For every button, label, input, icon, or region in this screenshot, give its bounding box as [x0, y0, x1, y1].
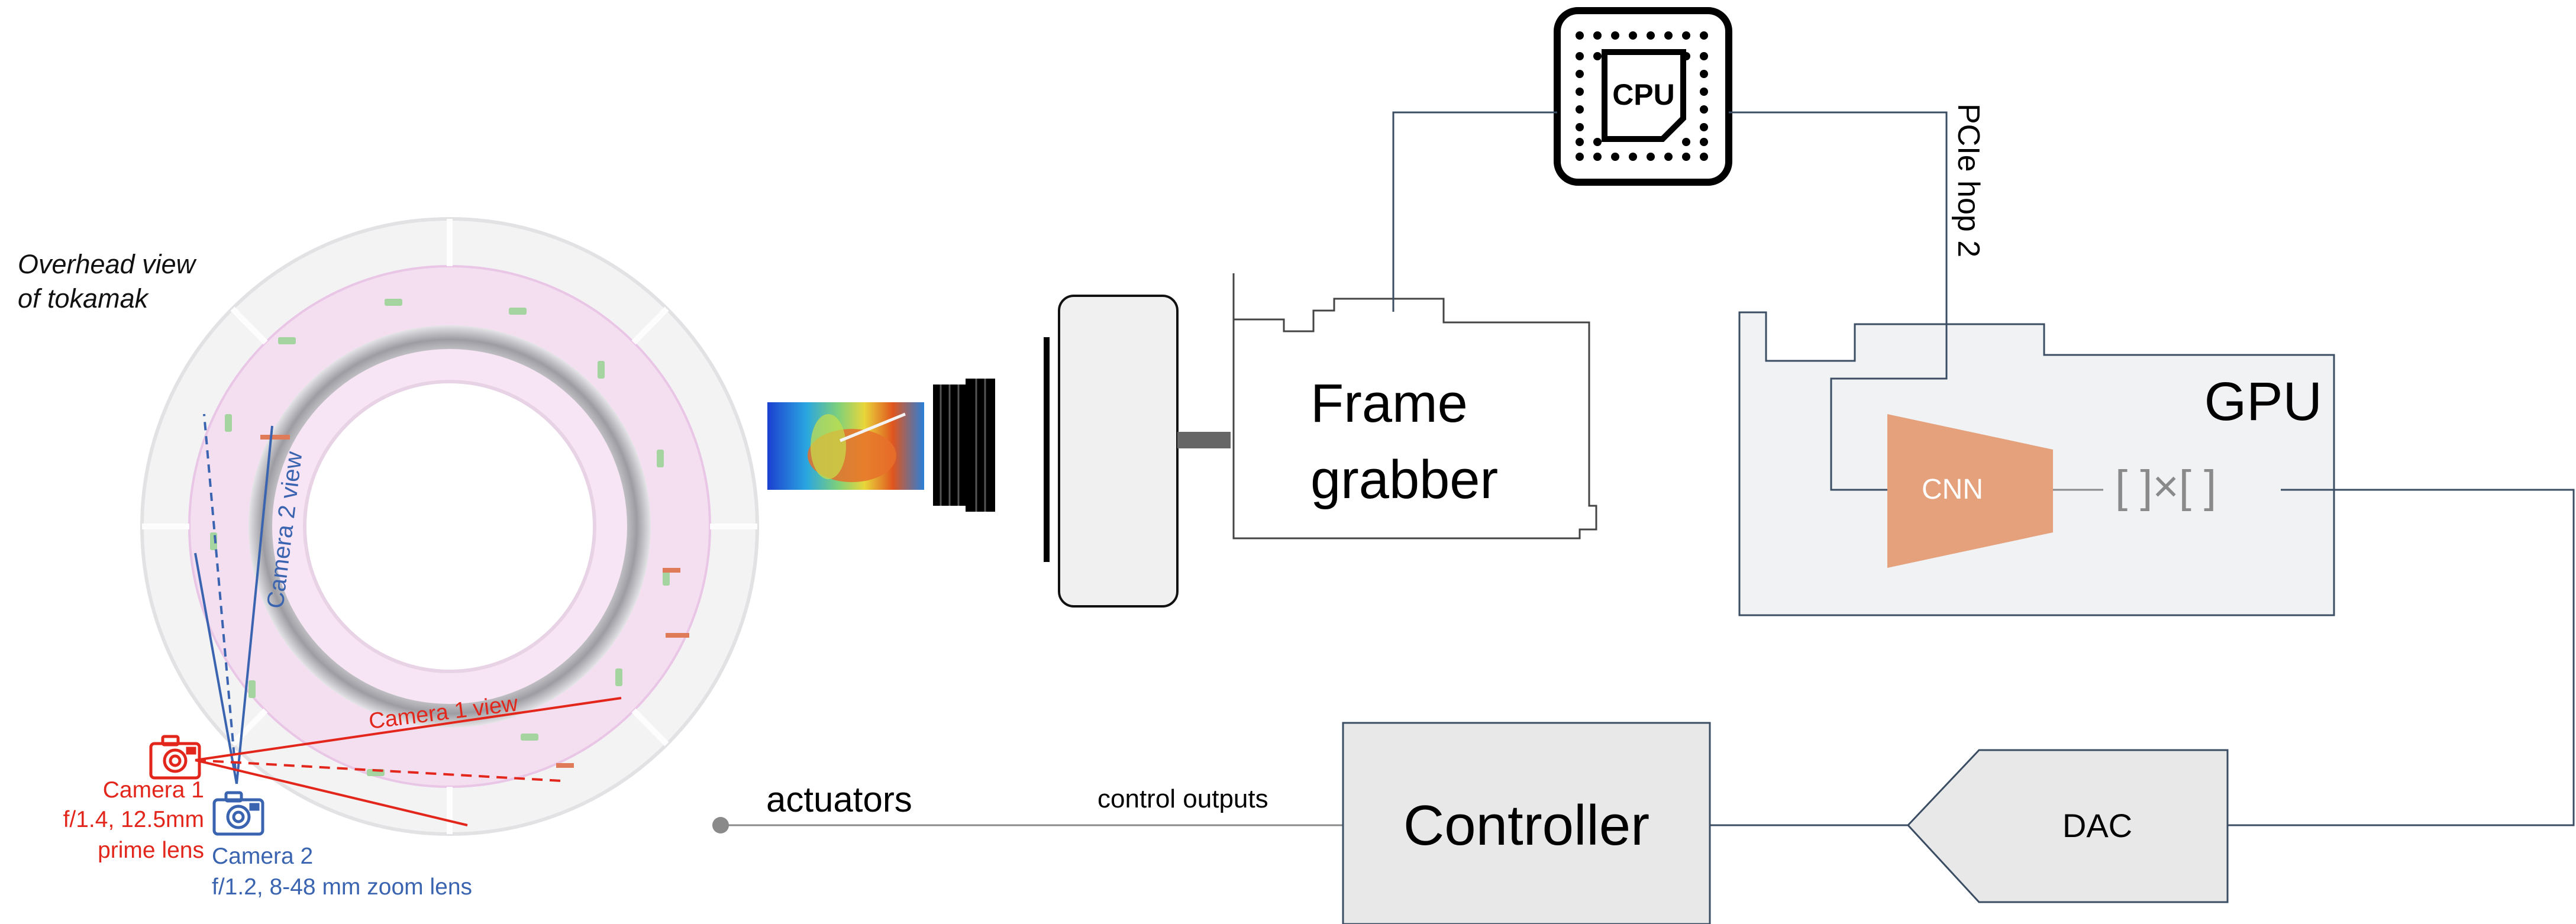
cpu-label: CPU	[1612, 78, 1675, 111]
camera-2-name: Camera 2	[212, 844, 313, 869]
dac-label: DAC	[2062, 807, 2132, 844]
camera-2-icon	[212, 791, 264, 836]
frame-grabber-label-line1: Frame	[1310, 373, 1468, 434]
camera-1-icon	[149, 735, 201, 780]
thermal-image-icon	[767, 402, 924, 490]
matmul-label: [ ]×[ ]	[2115, 461, 2216, 512]
dac-block	[1906, 749, 2229, 903]
actuators-label: actuators	[766, 780, 912, 819]
pcie-label: PCIe hop 2	[1951, 104, 1986, 257]
camera-1-spec-line1: f/1.4, 12.5mm	[63, 807, 204, 832]
cnn-block	[1887, 414, 2053, 568]
cnn-label: CNN	[1922, 474, 1983, 505]
gpu-label: GPU	[2204, 371, 2322, 432]
cpu-chip-icon	[1554, 7, 1732, 186]
controller-block	[1342, 722, 1711, 924]
camera-1-spec-line2: prime lens	[98, 838, 204, 863]
camera-1-name: Camera 1	[103, 777, 204, 803]
tokamak-overhead-view	[140, 217, 759, 836]
camera-body-icon	[933, 295, 1231, 608]
control-outputs-label: control outputs	[1097, 784, 1268, 813]
frame-grabber-label-line2: grabber	[1310, 450, 1498, 510]
tokamak-caption-line1: Overhead view	[18, 249, 197, 279]
camera-1-view-lines	[195, 697, 622, 826]
camera-2-spec: f/1.2, 8-48 mm zoom lens	[212, 874, 472, 900]
controller-label: Controller	[1403, 794, 1649, 857]
camera-2-view-lines	[194, 413, 273, 784]
connection-wires	[721, 111, 2575, 826]
tokamak-caption-line2: of tokamak	[18, 283, 150, 314]
frame-grabber-card	[1232, 273, 1597, 539]
actuators-terminal	[712, 817, 729, 833]
